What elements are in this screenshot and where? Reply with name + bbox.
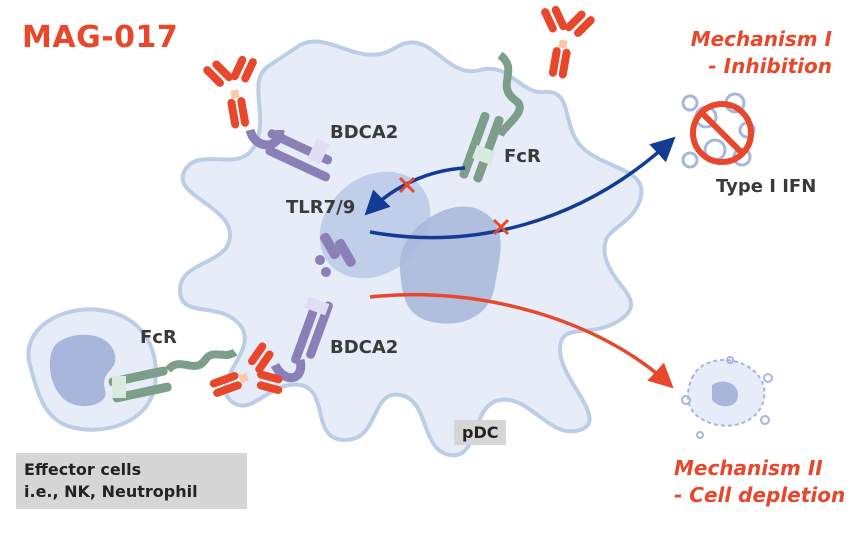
bdca2-top-receptor (245, 128, 333, 182)
effector-line2: i.e., NK, Neutrophil (24, 482, 198, 501)
effector-cells-box: Effector cells i.e., NK, Neutrophil (16, 453, 247, 509)
antibody-top-right (528, 1, 598, 83)
block-mark-2 (492, 218, 510, 236)
pdc-badge: pDC (454, 420, 507, 445)
page-title: MAG-017 (22, 20, 179, 55)
label-tlr: TLR7/9 (286, 197, 356, 218)
label-fcr-left: FcR (140, 327, 177, 348)
mechanism-2: Mechanism II - Cell depletion (674, 455, 845, 509)
prohibition-icon (690, 101, 754, 165)
depleted-cell (681, 356, 773, 439)
fcr-top-receptor (459, 51, 524, 183)
label-fcr-top: FcR (504, 146, 541, 167)
bdca2-bottom-receptor (270, 296, 333, 382)
mechanism-2-line1: Mechanism II (674, 456, 823, 480)
label-bdca2-bottom: BDCA2 (330, 337, 399, 358)
mechanism-1: Mechanism I - Inhibition (691, 26, 832, 80)
arrow-fcr-to-tlr (364, 166, 466, 216)
effector-line1: Effector cells (24, 460, 142, 479)
block-mark-1 (398, 176, 416, 194)
arrow-tlr-to-ifn (369, 136, 676, 240)
tlr-receptor (315, 232, 356, 277)
fcr-left-receptor (108, 348, 238, 403)
mechanism-1-line2: - Inhibition (708, 54, 832, 78)
mechanism-2-line2: - Cell depletion (674, 483, 846, 507)
arrow-to-cell-depletion (369, 293, 674, 389)
label-type1-ifn: Type I IFN (716, 176, 817, 197)
mechanism-1-line1: Mechanism I (690, 27, 832, 51)
effector-cell (26, 307, 158, 432)
label-bdca2-top: BDCA2 (330, 122, 399, 143)
